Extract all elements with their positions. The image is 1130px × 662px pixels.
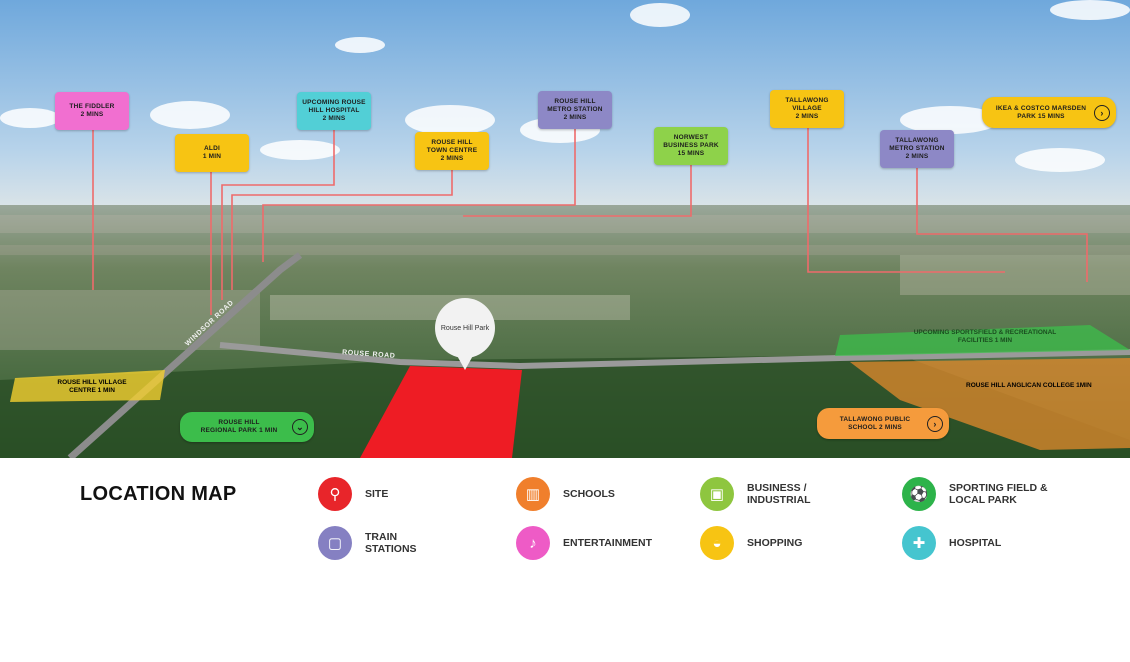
legend-label: SCHOOLS [563, 488, 615, 500]
legend-item-entertainment: ♪ ENTERTAINMENT [516, 526, 683, 560]
aerial-photo [0, 0, 1130, 458]
pill-tallawong-school[interactable]: TALLAWONG PUBLIC SCHOOL 2 MINS › [817, 408, 949, 439]
legend-item-shopping: ◒ SHOPPING [700, 526, 867, 560]
marker-line2: 2 MINS [80, 111, 104, 118]
legend-item-train: ▢ TRAIN STATIONS [318, 526, 425, 560]
marker-line3: 2 MINS [322, 115, 346, 122]
legend-item-hospital: ✚ HOSPITAL [902, 526, 1069, 560]
pill-regional-park[interactable]: ROUSE HILL REGIONAL PARK 1 MIN ⌄ [180, 412, 314, 442]
legend-item-business: ▣ BUSINESS / INDUSTRIAL [700, 477, 827, 511]
chevron-right-icon: › [1094, 104, 1110, 121]
marker-tallawong-metro[interactable]: TALLAWONG METRO STATION 2 MINS [880, 130, 954, 168]
marker-norwest[interactable]: NORWEST BUSINESS PARK 15 MINS [654, 127, 728, 165]
marker-line1: THE FIDDLER [69, 103, 115, 110]
pill-line1: IKEA & COSTCO MARSDEN [995, 104, 1087, 112]
marker-line2: HILL HOSPITAL [308, 107, 360, 114]
legend-item-site: ⚲ SITE [318, 477, 485, 511]
marker-line1: TALLAWONG [895, 137, 939, 144]
pill-ikea-costco[interactable]: IKEA & COSTCO MARSDEN PARK 15 MINS › [982, 97, 1116, 128]
marker-line1: NORWEST [673, 134, 709, 141]
legend-label: SHOPPING [747, 537, 803, 549]
marker-line1: ROUSE HILL [431, 139, 473, 146]
marker-line3: 2 MINS [563, 114, 587, 121]
legend-label: HOSPITAL [949, 537, 1002, 549]
book-icon: ▥ [516, 477, 550, 511]
pill-line2: REGIONAL PARK 1 MIN [200, 427, 278, 434]
marker-upcoming-hospital[interactable]: UPCOMING ROUSE HILL HOSPITAL 2 MINS [297, 92, 371, 130]
legend-label: BUSINESS / INDUSTRIAL [747, 482, 811, 506]
pin-icon: ⚲ [318, 477, 352, 511]
marker-the-fiddler[interactable]: THE FIDDLER 2 MINS [55, 92, 129, 130]
marker-line2: METRO STATION [547, 106, 603, 113]
marker-line2: 1 MIN [202, 153, 222, 160]
marker-line1: UPCOMING ROUSE [302, 99, 366, 106]
marker-line2: TOWN CENTRE [426, 147, 478, 154]
aerial-map: THE FIDDLER 2 MINS ALDI 1 MIN UPCOMING R… [0, 0, 1130, 458]
pill-line1: TALLAWONG PUBLIC [839, 415, 911, 423]
park-pin[interactable]: Rouse Hill Park [435, 298, 495, 358]
microphone-icon: ♪ [516, 526, 550, 560]
marker-aldi[interactable]: ALDI 1 MIN [175, 134, 249, 172]
legend-label: ENTERTAINMENT [563, 537, 653, 549]
pin-tip [455, 352, 475, 370]
marker-line1: ROUSE HILL [554, 98, 596, 105]
marker-line1: TALLAWONG [785, 97, 829, 104]
marker-line3: 2 MINS [795, 113, 819, 120]
marker-town-centre[interactable]: ROUSE HILL TOWN CENTRE 2 MINS [415, 132, 489, 170]
marker-tallawong-village[interactable]: TALLAWONG VILLAGE 2 MINS [770, 90, 844, 128]
legend-label: SITE [365, 488, 389, 500]
pill-line2: SCHOOL 2 MINS [848, 423, 902, 431]
briefcase-icon: ▣ [700, 477, 734, 511]
chevron-right-icon: › [927, 415, 943, 432]
legend-item-sporting: ⚽ SPORTING FIELD & LOCAL PARK [902, 477, 1049, 511]
hospital-icon: ✚ [902, 526, 936, 560]
legend-label: TRAIN STATIONS [365, 531, 417, 555]
marker-line3: 2 MINS [440, 155, 464, 162]
marker-line1: ALDI [204, 145, 220, 152]
marker-line2: VILLAGE [792, 105, 822, 112]
zone-village-centre: ROUSE HILL VILLAGE CENTRE 1 MIN [57, 379, 127, 394]
park-pin-label: Rouse Hill Park [440, 324, 490, 332]
legend-label: SPORTING FIELD & LOCAL PARK [949, 482, 1048, 506]
marker-metro-station[interactable]: ROUSE HILL METRO STATION 2 MINS [538, 91, 612, 129]
train-icon: ▢ [318, 526, 352, 560]
chevron-down-icon: ⌄ [292, 419, 308, 435]
legend-item-schools: ▥ SCHOOLS [516, 477, 683, 511]
marker-line2: BUSINESS PARK [663, 142, 719, 149]
basket-icon: ◒ [700, 526, 734, 560]
marker-line3: 15 MINS [677, 150, 705, 157]
zone-anglican-college: ROUSE HILL ANGLICAN COLLEGE 1MIN [966, 382, 1092, 389]
marker-line2: METRO STATION [889, 145, 945, 152]
pill-line2: PARK 15 MINS [1017, 112, 1065, 120]
zone-sportsfield: UPCOMING SPORTSFIELD & RECREATIONAL FACI… [913, 329, 1057, 344]
marker-line3: 2 MINS [905, 153, 929, 160]
pill-line1: ROUSE HILL [218, 419, 260, 426]
legend-title: LOCATION MAP [80, 483, 237, 505]
ball-icon: ⚽ [902, 477, 936, 511]
